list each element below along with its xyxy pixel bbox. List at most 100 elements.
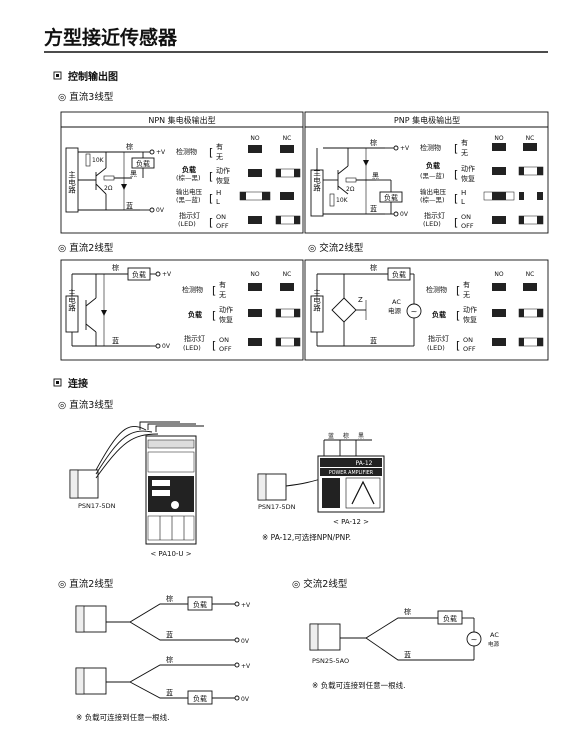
- npn-out-pair: (黑—蓝): [176, 195, 201, 204]
- npn-load-pair: (棕—黑): [176, 173, 201, 182]
- note-ac2: ※ 负载可连接到任意一根线.: [312, 680, 406, 690]
- svg-text:~: ~: [471, 635, 478, 644]
- npn-r10k: 10K: [92, 157, 105, 164]
- pnp-plusv: +V: [400, 145, 410, 152]
- control-output-heading: 控制输出图: [68, 70, 118, 83]
- npn-nc: NC: [283, 135, 292, 142]
- dc2-have: 有: [219, 280, 226, 289]
- ac2-ac: AC: [392, 298, 401, 306]
- dc2-indicator: 指示灯: [184, 334, 205, 343]
- ac2-have: 有: [463, 280, 470, 289]
- pnp-out-pair: (棕—黑): [420, 195, 445, 204]
- dc2-operate: 动作: [219, 305, 233, 314]
- dc2c-load-box-2: [187, 690, 213, 705]
- conn-ac2-label: ◎ 交流2线型: [292, 578, 348, 590]
- dc2c-zerov-1: 0V: [241, 638, 250, 645]
- ac2-main-circuit: 主电路: [312, 287, 321, 311]
- pnp-no: NO: [494, 135, 503, 142]
- dc2-bracket-2: [: [212, 309, 216, 322]
- dc2-none: 无: [219, 291, 226, 299]
- dc2-plusv: +V: [162, 271, 172, 278]
- pnp-out: 输出电压: [420, 187, 447, 196]
- dc2-main-circuit: 主电路: [67, 287, 76, 311]
- dc2-object: 检测物: [182, 285, 203, 294]
- pnp-bracket-2: [: [454, 168, 458, 181]
- pnp-r10k: 10K: [336, 197, 349, 204]
- pa10-unit: PSN17-5DN < PA10-U >: [69, 421, 204, 558]
- dc2c-plusv-1: +V: [241, 602, 251, 609]
- pnp-reset: 恢复: [461, 174, 475, 183]
- ac2c-brown: 棕: [404, 607, 411, 616]
- page-title: 方型接近传感器: [44, 26, 178, 49]
- svg-text:~: ~: [411, 307, 418, 316]
- dc2-on: ON: [219, 336, 229, 344]
- npn-led: (LED): [178, 220, 196, 228]
- pa12-black: 黑: [358, 433, 364, 440]
- npn-out: 输出电压: [176, 187, 203, 196]
- npn-zerov: 0V: [156, 207, 165, 214]
- pnp-on: ON: [461, 213, 471, 221]
- ac2-panel: 主电路 Z 棕 蓝 负载 ~ AC 电源 NO NC 检测物 [ 有 无 负载 …: [304, 259, 549, 361]
- npn-reset: 恢复: [216, 176, 230, 185]
- npn-black: 黑: [130, 170, 137, 178]
- section-bullet-icon: [53, 71, 62, 80]
- pnp-title: PNP 集电极输出型: [394, 115, 460, 125]
- npn-panel: NPN 集电极输出型 主电路 10K 2Ω 棕 黑 蓝 负载 +V: [60, 111, 304, 234]
- pnp-load: 负载: [384, 193, 398, 202]
- dc2-led: (LED): [183, 344, 201, 352]
- conn-pa12: < PA-12 >: [333, 518, 369, 526]
- ac2-waveforms: [492, 283, 544, 347]
- ac2-connection: 棕 蓝 负载 ~ AC 电源 PSN25-5AO: [309, 607, 500, 665]
- ac2-on: ON: [463, 336, 473, 344]
- note-dc2: ※ 负载可连接到任意一根线.: [76, 712, 170, 722]
- ac2c-blue: 蓝: [404, 650, 411, 659]
- pnp-zerov: 0V: [400, 211, 409, 218]
- ac2-z: Z: [358, 296, 363, 304]
- pnp-l: L: [461, 198, 465, 206]
- dc2-waveforms: [248, 283, 301, 347]
- ac2-brown: 棕: [370, 263, 377, 272]
- npn-blue: 蓝: [126, 201, 133, 210]
- ac2-no: NO: [494, 271, 503, 278]
- npn-bracket-3: [: [209, 192, 213, 205]
- pnp-load-label: 负载: [426, 161, 440, 170]
- npn-bracket-1: [: [209, 146, 213, 159]
- dc2c-plusv-2: +V: [241, 663, 251, 670]
- note-pa12: ※ PA-12,可选择NPN/PNP.: [262, 532, 351, 542]
- dc2c-load-1: 负载: [193, 600, 207, 609]
- npn-object: 检测物: [176, 147, 197, 156]
- pnp-led: (LED): [423, 220, 441, 228]
- pa12-blue: 蓝: [328, 432, 334, 440]
- dc2-no: NO: [250, 271, 259, 278]
- pnp-bracket-3: [: [454, 192, 458, 205]
- dc2-brown: 棕: [112, 263, 119, 272]
- npn-brown: 棕: [126, 142, 133, 151]
- ac2-led: (LED): [427, 344, 445, 352]
- ac2-bracket-2: [: [456, 309, 460, 322]
- dc2c-load-box-1: [187, 596, 213, 611]
- dc2-zerov: 0V: [162, 343, 171, 350]
- npn-title: NPN 集电极输出型: [148, 115, 215, 125]
- npn-have: 有: [216, 142, 223, 151]
- pa12-power-amp: POWER AMPLIFIER: [329, 470, 374, 476]
- ac2-load: 负载: [392, 270, 406, 279]
- conn-psn25: PSN25-5AO: [312, 657, 349, 665]
- ac2c-ac: AC: [490, 631, 499, 639]
- ac2c-source-icon: [466, 631, 482, 647]
- dc2-nc: NC: [283, 271, 292, 278]
- pnp-h: H: [461, 189, 466, 197]
- pnp-none: 无: [461, 149, 468, 157]
- ac2-blue: 蓝: [370, 336, 377, 345]
- ac2-load-label: 负载: [432, 310, 446, 319]
- pnp-bracket-4: [: [454, 216, 458, 229]
- ac2-bracket-1: [: [456, 284, 460, 297]
- pnp-blue: 蓝: [370, 204, 377, 213]
- ac2-indicator: 指示灯: [428, 334, 449, 343]
- dc2-panel: 主电路 棕 蓝 负载 +V 0V NO NC 检测物 [ 有 无 负载 [ 动作…: [60, 259, 304, 361]
- dc2c-load-2: 负载: [193, 694, 207, 703]
- pa12-brown: 棕: [343, 432, 349, 440]
- npn-none: 无: [216, 153, 223, 161]
- npn-l: L: [216, 198, 220, 206]
- pnp-object: 检测物: [420, 143, 441, 152]
- ac2-bridge-diamond: [331, 297, 357, 323]
